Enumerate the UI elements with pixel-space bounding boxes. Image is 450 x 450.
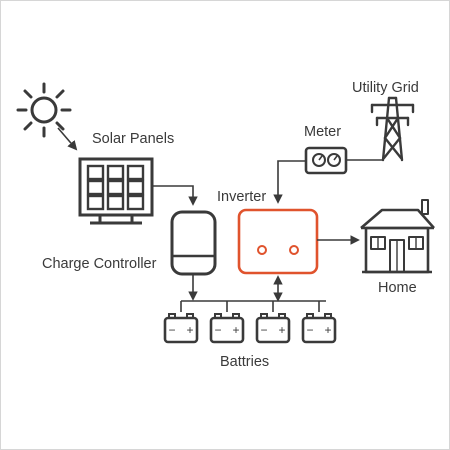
battery-plus-sign: + bbox=[232, 323, 239, 337]
utility-grid-label: Utility Grid bbox=[352, 80, 419, 96]
utility-tower-icon bbox=[370, 96, 415, 162]
meter-label: Meter bbox=[304, 124, 341, 140]
home-label: Home bbox=[378, 280, 417, 296]
meter-icon bbox=[304, 146, 348, 175]
solar-panel-icon bbox=[78, 157, 154, 225]
battery-minus-sign: − bbox=[260, 323, 267, 337]
battery-minus-sign: − bbox=[214, 323, 221, 337]
solar-panels-label: Solar Panels bbox=[92, 131, 174, 147]
inverter-label: Inverter bbox=[217, 189, 266, 205]
charge-controller-icon bbox=[170, 210, 217, 276]
panel-to-controller-arrow bbox=[152, 185, 198, 206]
battery-minus-sign: − bbox=[306, 323, 313, 337]
battery-plus-sign: + bbox=[278, 323, 285, 337]
house-icon bbox=[360, 199, 435, 274]
sun-to-panel-arrow bbox=[57, 127, 78, 151]
battery-icon: − + bbox=[163, 313, 199, 344]
battery-icon: − + bbox=[301, 313, 337, 344]
battery-minus-sign: − bbox=[168, 323, 175, 337]
battery-icon: − + bbox=[255, 313, 291, 344]
charge-controller-label: Charge Controller bbox=[42, 256, 157, 272]
battery-bus-drops bbox=[180, 301, 320, 312]
battery-plus-sign: + bbox=[324, 323, 331, 337]
inverter-icon bbox=[237, 208, 319, 275]
battery-plus-sign: + bbox=[186, 323, 193, 337]
sun-icon bbox=[16, 82, 72, 138]
meter-to-inverter-arrow bbox=[273, 160, 306, 204]
battery-icon: − + bbox=[209, 313, 245, 344]
battries-label: Battries bbox=[220, 354, 269, 370]
